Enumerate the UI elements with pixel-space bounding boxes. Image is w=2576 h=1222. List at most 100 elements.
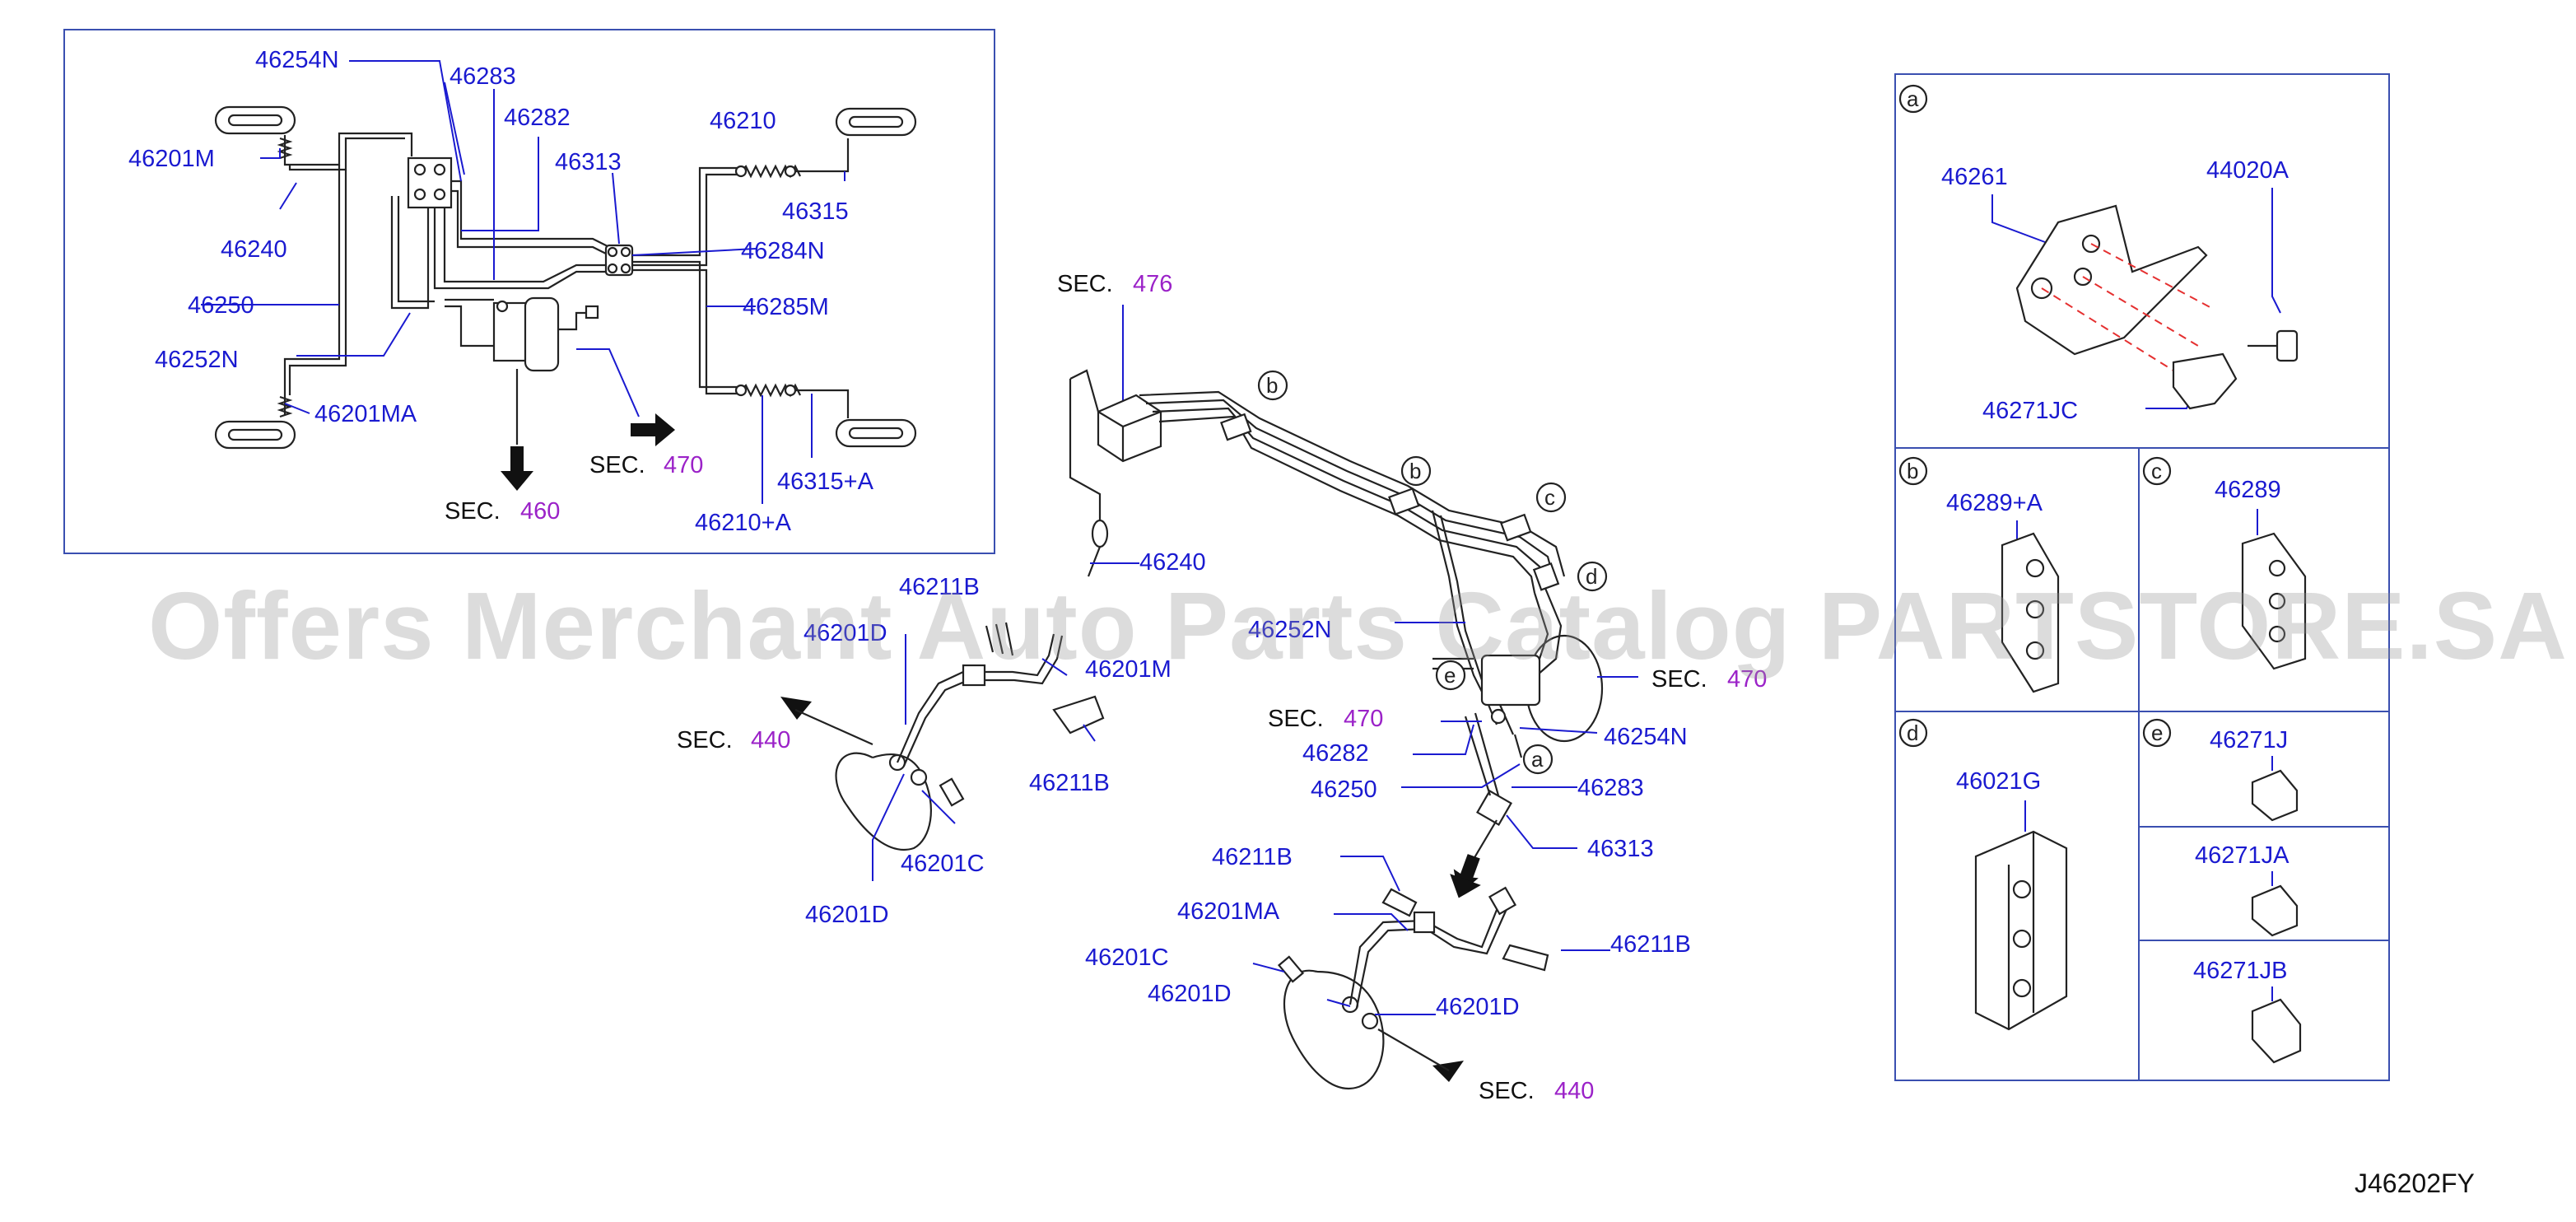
rear-right-wheel	[835, 418, 917, 448]
sec-440-a-prefix: SEC.	[677, 727, 733, 753]
svg-text:e: e	[2151, 721, 2163, 745]
main-label-46211B-3: 46211B	[1212, 844, 1293, 870]
diagram-code: J46202FY	[2355, 1168, 2475, 1198]
front-left-wheel	[214, 105, 296, 135]
bracket-46211B-rear-1	[1381, 888, 1418, 917]
svg-text:b: b	[1907, 459, 1918, 483]
sec-470-c-prefix: SEC.	[1268, 706, 1324, 732]
clip-d	[1532, 562, 1560, 591]
detail-label-46271JA: 46271JA	[2195, 842, 2290, 869]
brake-booster	[524, 296, 560, 372]
callout-e: e	[1435, 660, 1466, 691]
svg-text:a: a	[1531, 747, 1544, 772]
sec-440-b-number: 440	[1554, 1078, 1594, 1104]
svg-text:e: e	[1444, 663, 1456, 688]
master-cylinder	[492, 301, 532, 362]
detail-box-a: a 46261 44020A 46271JC	[1898, 84, 2299, 424]
schematic-inset: 46254N 46283 46282 46201M 46313 46210 46…	[63, 29, 995, 554]
sec-470-b-prefix: SEC.	[1651, 666, 1707, 693]
front-left-hose	[277, 137, 293, 160]
bolt-46201C-rear	[1277, 955, 1305, 983]
inset-label-46285M: 46285M	[743, 294, 829, 320]
inset-label-46240: 46240	[221, 236, 287, 263]
detail-label-44020A: 44020A	[2206, 157, 2290, 184]
hose-end-46201M	[962, 664, 986, 687]
main-label-46201M: 46201M	[1085, 656, 1172, 683]
detail-box-b: b 46289+A	[1898, 456, 2060, 693]
main-label-46201D-2: 46201D	[805, 902, 889, 928]
arrow-to-sec-460	[501, 446, 533, 491]
inset-label-46210: 46210	[710, 108, 776, 134]
svg-text:b: b	[1266, 373, 1278, 398]
svg-text:b: b	[1409, 459, 1421, 483]
detail-label-46261: 46261	[1941, 164, 2008, 190]
inset-label-46250: 46250	[188, 292, 254, 319]
connector-46313	[1476, 790, 1512, 826]
inset-label-46252N: 46252N	[155, 347, 239, 373]
abs-actuator-unit	[1097, 394, 1162, 463]
inset-label-46254N: 46254N	[255, 47, 339, 73]
inset-frame	[63, 29, 995, 554]
clip-46271JB	[2251, 998, 2302, 1064]
main-label-46240: 46240	[1139, 549, 1206, 576]
bracket-46211B-rear-2	[1502, 944, 1549, 972]
rear-left-wheel	[214, 420, 296, 450]
dashed-guide-lines	[2041, 243, 2215, 371]
clip-b2	[1388, 487, 1420, 515]
hose-end-46201MA	[1413, 911, 1436, 934]
front-left-caliper-assembly	[780, 622, 1105, 851]
svg-text:a: a	[1907, 86, 1919, 111]
main-label-46201D-1: 46201D	[804, 620, 887, 646]
detail-label-46271JB: 46271JB	[2193, 958, 2288, 984]
sec-476-number: 476	[1133, 271, 1172, 297]
clip-b1	[1220, 413, 1252, 441]
callout-c: c	[1535, 482, 1567, 513]
detail-panel: a 46261 44020A 46271JC b 46289+A	[1894, 73, 2390, 1081]
detail-box-d: d 46021G	[1898, 718, 2068, 1031]
clip-c	[1500, 513, 1532, 542]
inset-label-46284N: 46284N	[741, 238, 825, 264]
clip-46271J	[2251, 769, 2299, 822]
main-label-46282: 46282	[1302, 740, 1369, 767]
sec-440-a-number: 440	[751, 727, 790, 753]
rear-left-hose	[277, 395, 293, 418]
main-label-46201MA: 46201MA	[1177, 898, 1280, 925]
inset-label-46315: 46315	[782, 198, 849, 225]
clip-46271JC	[2172, 352, 2238, 410]
inset-leader-lines	[201, 60, 845, 504]
inset-label-46283: 46283	[450, 63, 516, 90]
main-label-46211B-2: 46211B	[1029, 770, 1110, 796]
sec-460-prefix: SEC.	[445, 498, 501, 525]
inset-label-46210-A: 46210+A	[695, 510, 792, 536]
detail-box-c: c 46289	[2142, 456, 2307, 670]
sec-470-b-number: 470	[1727, 666, 1767, 693]
callout-a: a	[1522, 744, 1554, 775]
clip-46289-A	[2001, 532, 2060, 693]
detail-label-46021G: 46021G	[1956, 768, 2041, 795]
front-right-wheel	[835, 107, 917, 137]
detail-label-46289-A: 46289+A	[1946, 490, 2043, 516]
main-assembly: SEC. 476 46240	[677, 271, 1767, 1104]
sec-440-b-prefix: SEC.	[1479, 1078, 1535, 1104]
svg-text:c: c	[2151, 459, 2162, 483]
bolt-46201C	[939, 777, 965, 807]
sec-476-prefix: SEC.	[1057, 271, 1113, 297]
rear-caliper-assembly	[1277, 886, 1549, 1089]
master-cylinder-main	[1480, 654, 1541, 707]
main-label-46283: 46283	[1577, 775, 1644, 801]
svg-text:c: c	[1544, 485, 1555, 510]
inset-label-46282: 46282	[504, 105, 571, 131]
main-label-46254N: 46254N	[1604, 724, 1688, 750]
main-label-46313: 46313	[1587, 836, 1654, 862]
sec-470-c-number: 470	[1344, 706, 1383, 732]
main-label-46250: 46250	[1311, 777, 1377, 803]
svg-text:d: d	[1586, 564, 1597, 589]
detail-label-46271JC: 46271JC	[1982, 398, 2078, 424]
sec-470-number: 470	[664, 452, 703, 478]
inset-label-46201M: 46201M	[128, 146, 215, 172]
callout-b-lower: b	[1400, 455, 1432, 487]
46240-plug	[1091, 519, 1109, 548]
detail-box-e: e 46271J 46271JA 46271JB	[2142, 718, 2302, 1064]
inset-label-46201MA: 46201MA	[314, 401, 417, 427]
